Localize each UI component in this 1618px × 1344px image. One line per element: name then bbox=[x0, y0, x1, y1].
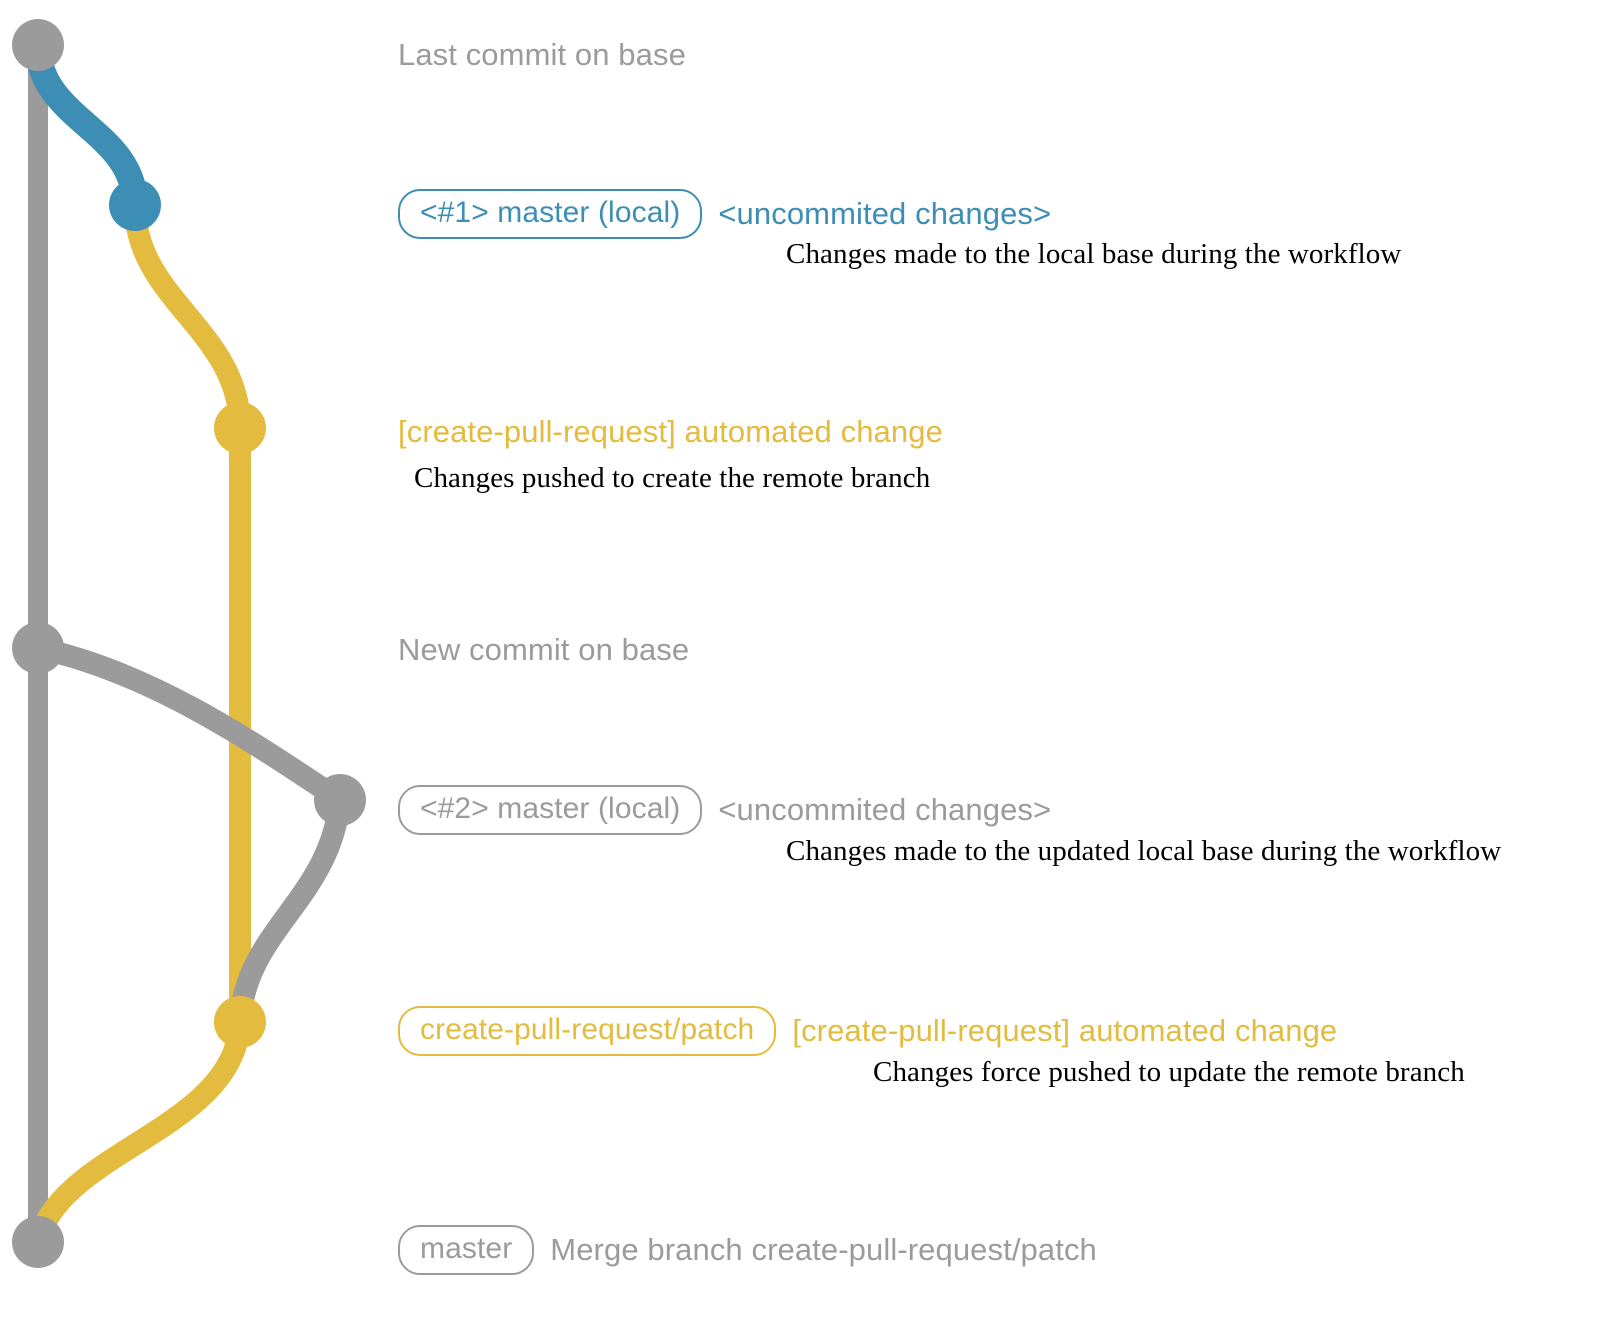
git-graph bbox=[12, 19, 366, 1268]
commit-row-patch-create: [create-pull-request] automated change bbox=[398, 414, 943, 450]
commit-node-local-2[interactable] bbox=[314, 774, 366, 826]
commit-node-base-last[interactable] bbox=[12, 19, 64, 71]
commit-node-master-merge[interactable] bbox=[12, 1216, 64, 1268]
edge-local1-to-patch bbox=[124, 194, 251, 439]
edge-basenew-to-local2 bbox=[27, 637, 351, 811]
commit-subject-base-last: Last commit on base bbox=[398, 37, 686, 72]
commit-description-patch-force: Changes force pushed to update the remot… bbox=[873, 1056, 1465, 1088]
branch-chip-local-1[interactable]: <#1> master (local) bbox=[398, 189, 703, 239]
edge-patchforce-to-master bbox=[27, 1011, 251, 1253]
commit-node-patch-create[interactable] bbox=[214, 402, 266, 454]
commit-subject-master-merge: Merge branch create-pull-request/patch bbox=[550, 1232, 1097, 1267]
branch-chip-patch-force[interactable]: create-pull-request/patch bbox=[398, 1006, 777, 1056]
commit-row-patch-force: create-pull-request/patch [create-pull-r… bbox=[398, 1006, 1337, 1056]
commit-subject-patch-force: [create-pull-request] automated change bbox=[792, 1013, 1338, 1048]
commit-description-local-2: Changes made to the updated local base d… bbox=[786, 835, 1502, 867]
branch-chip-master[interactable]: master bbox=[398, 1225, 535, 1275]
commit-subject-local-1: <uncommited changes> bbox=[718, 196, 1052, 231]
commit-node-local-1[interactable] bbox=[109, 179, 161, 231]
commit-row-base-last: Last commit on base bbox=[398, 37, 686, 73]
commit-row-master-merge: master Merge branch create-pull-request/… bbox=[398, 1225, 1097, 1275]
commit-subject-local-2: <uncommited changes> bbox=[718, 792, 1052, 827]
commit-row-local-1: <#1> master (local) <uncommited changes> bbox=[398, 189, 1051, 239]
commit-description-local-1: Changes made to the local base during th… bbox=[786, 238, 1402, 270]
edge-local2-to-patchforce bbox=[229, 789, 351, 1033]
commit-row-local-2: <#2> master (local) <uncommited changes> bbox=[398, 785, 1051, 835]
commit-node-patch-force[interactable] bbox=[214, 996, 266, 1048]
branch-chip-local-2[interactable]: <#2> master (local) bbox=[398, 785, 703, 835]
commit-row-base-new: New commit on base bbox=[398, 632, 689, 668]
commit-subject-patch-create: [create-pull-request] automated change bbox=[398, 414, 943, 449]
commit-description-patch-create: Changes pushed to create the remote bran… bbox=[414, 462, 931, 494]
commit-node-base-new[interactable] bbox=[12, 622, 64, 674]
commit-subject-base-new: New commit on base bbox=[398, 632, 690, 667]
